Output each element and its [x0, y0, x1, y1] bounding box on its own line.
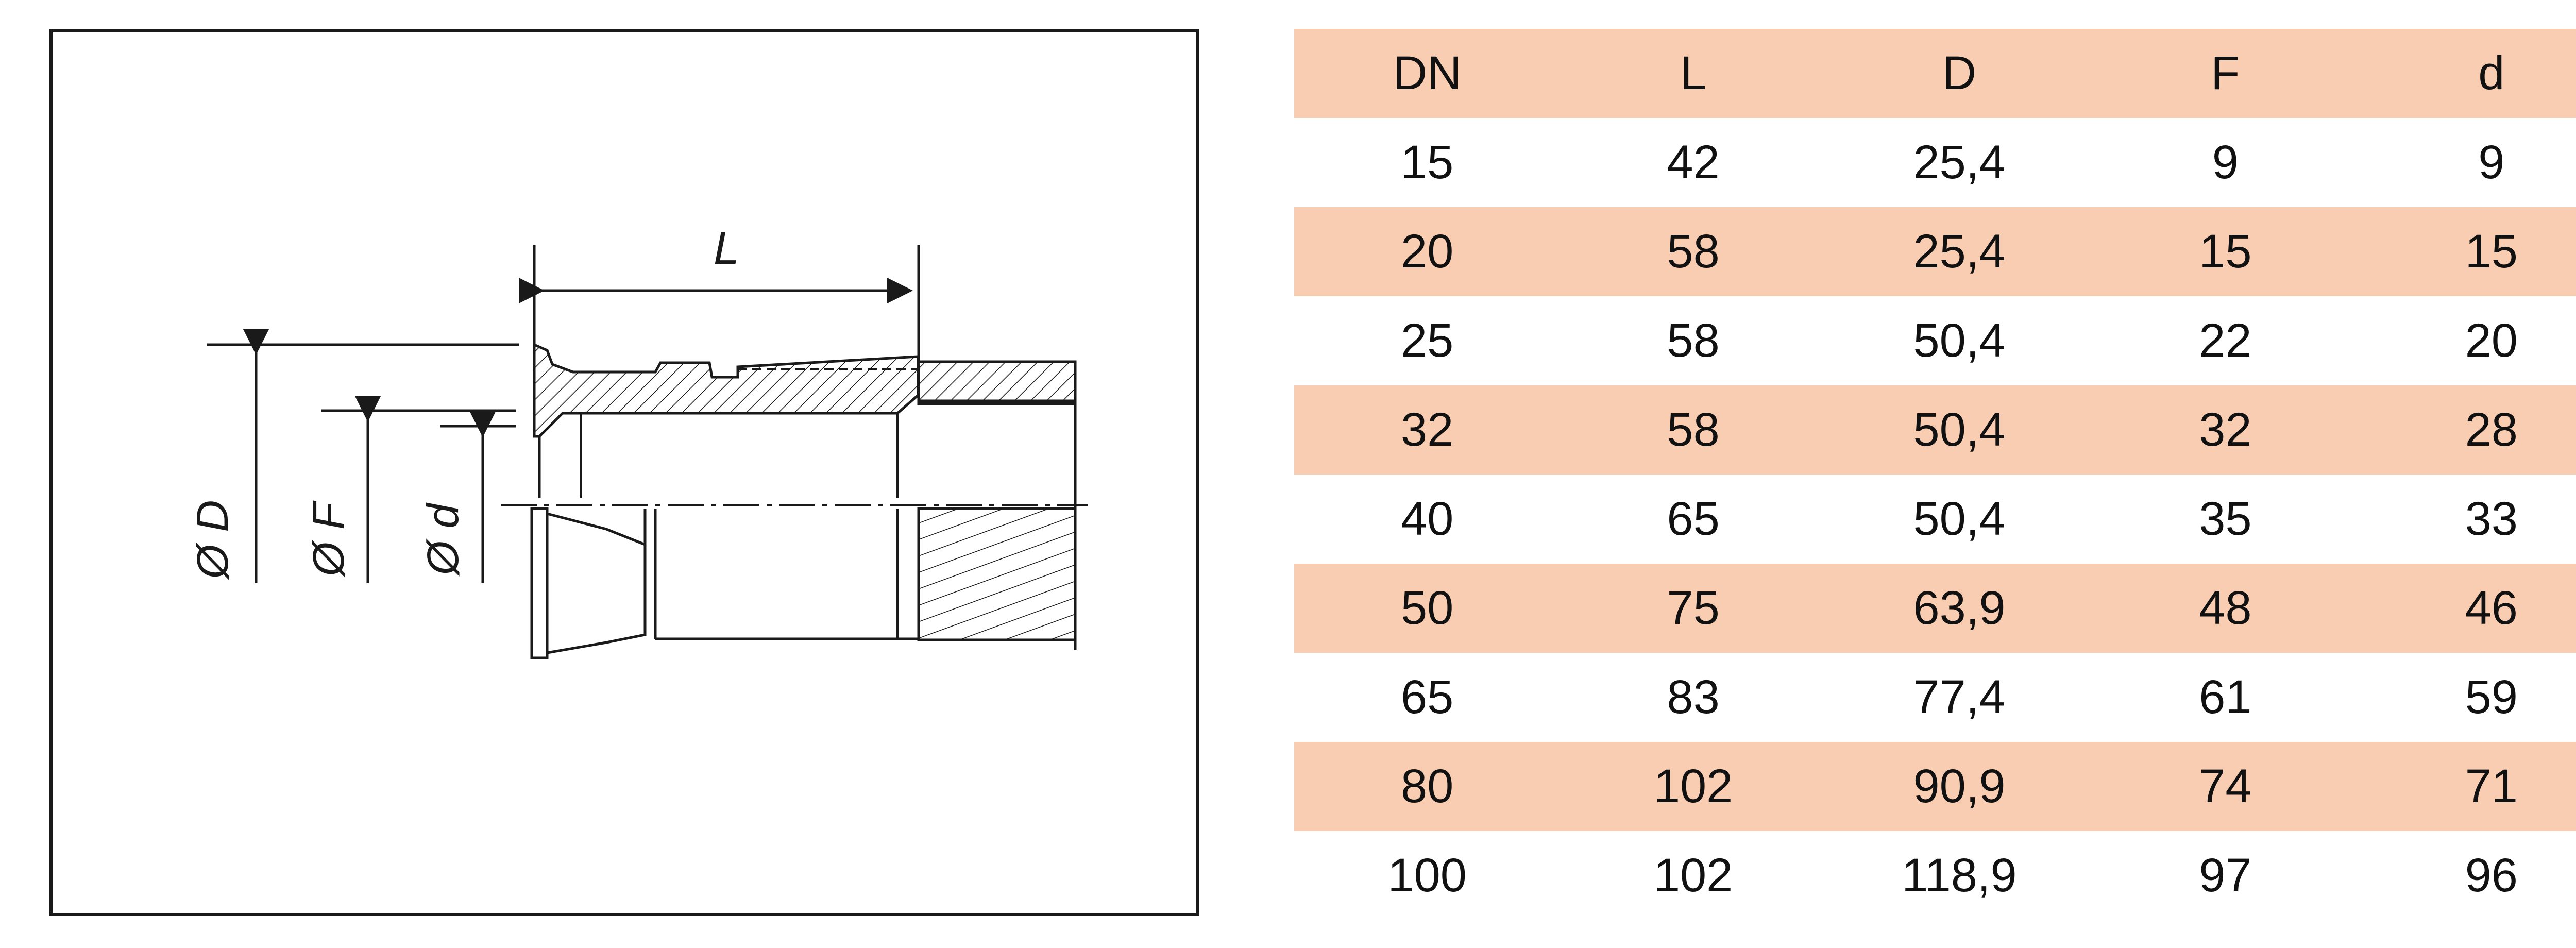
table-row: 100 102 118,9 97 96	[1294, 831, 2576, 920]
table-header-row: DN L D F d	[1294, 29, 2576, 118]
table-cell: 50,4	[1913, 314, 2006, 367]
table-cell: 58	[1560, 207, 1826, 296]
table-cell: 61	[2199, 671, 2252, 723]
table-cell: 83	[1667, 671, 1720, 723]
column-header: DN	[1294, 29, 1561, 118]
table-cell: 102	[1560, 742, 1826, 831]
table-cell: 65	[1401, 671, 1454, 723]
column-header: L	[1560, 29, 1826, 118]
table-cell: 20	[2465, 314, 2518, 367]
table-row: 25 58 50,4 22 20	[1294, 296, 2576, 385]
table-cell: 58	[1560, 385, 1826, 475]
table-cell: 74	[2092, 742, 2359, 831]
table-row: 65 83 77,4 61 59	[1294, 653, 2576, 742]
table-cell: 35	[2199, 493, 2252, 545]
table-cell: 9	[2478, 136, 2505, 189]
fitting-upper-section	[533, 343, 1077, 650]
length-dimension: L	[519, 223, 920, 375]
table-cell: 80	[1294, 742, 1561, 831]
table-cell: 118,9	[1902, 849, 2017, 902]
table-cell: 63,9	[1826, 564, 2093, 653]
table-cell: 25,4	[1913, 136, 2006, 189]
table-cell: 22	[2199, 314, 2252, 367]
flange-diameter-label: Ø F	[304, 500, 353, 578]
table-cell: 42	[1667, 136, 1720, 189]
table-cell: 77,4	[1913, 671, 2006, 723]
table-cell: 28	[2358, 385, 2576, 475]
table-cell: 71	[2358, 742, 2576, 831]
table-cell: 15	[1401, 136, 1454, 189]
table-row: 15 42 25,4 9 9	[1294, 118, 2576, 207]
table-cell: 50,4	[1826, 385, 2093, 475]
column-header: d	[2358, 29, 2576, 118]
table-cell: 15	[2092, 207, 2359, 296]
table-cell: 33	[2465, 493, 2518, 545]
table-cell: 15	[2358, 207, 2576, 296]
bore-diameter-label: Ø d	[418, 502, 468, 577]
table-cell: 48	[2092, 564, 2359, 653]
table-row: 40 65 50,4 35 33	[1294, 475, 2576, 564]
table-row: 32 58 50,4 32 28	[1294, 385, 2576, 475]
table-cell: 32	[2092, 385, 2359, 475]
fitting-lower-view	[530, 507, 1077, 659]
table-row: 50 75 63,9 48 46	[1294, 564, 2576, 653]
table-row: 20 58 25,4 15 15	[1294, 207, 2576, 296]
table-cell: 50	[1294, 564, 1561, 653]
table-cell: 58	[1667, 314, 1720, 367]
table-cell: 65	[1667, 493, 1720, 545]
column-header: F	[2092, 29, 2359, 118]
table-cell: 20	[1294, 207, 1561, 296]
dimension-table: DN L D F d 15 42 25,4 9 9 20 58 25,4 15 …	[1294, 29, 2576, 920]
table-cell: 25	[1401, 314, 1454, 367]
table-cell: 59	[2465, 671, 2518, 723]
table-cell: 90,9	[1826, 742, 2093, 831]
fitting-cross-section-drawing: L Ø D Ø F Ø d	[188, 223, 1088, 659]
table-cell: 75	[1560, 564, 1826, 653]
table-cell: 32	[1294, 385, 1561, 475]
table-cell: 50,4	[1913, 493, 2006, 545]
column-header: D	[1826, 29, 2093, 118]
table-cell: 40	[1401, 493, 1454, 545]
table-cell: 96	[2465, 849, 2518, 902]
diameter-extension-lines	[207, 329, 519, 583]
table-cell: 97	[2199, 849, 2252, 902]
table-row: 80 102 90,9 74 71	[1294, 742, 2576, 831]
table-cell: 25,4	[1826, 207, 2093, 296]
outer-diameter-label: Ø D	[188, 500, 238, 581]
length-label: L	[714, 223, 739, 274]
table-cell: 100	[1387, 849, 1467, 902]
table-cell: 9	[2212, 136, 2239, 189]
table-cell: 46	[2358, 564, 2576, 653]
table-cell: 102	[1653, 849, 1733, 902]
technical-drawing-frame: L Ø D Ø F Ø d	[49, 29, 1199, 916]
